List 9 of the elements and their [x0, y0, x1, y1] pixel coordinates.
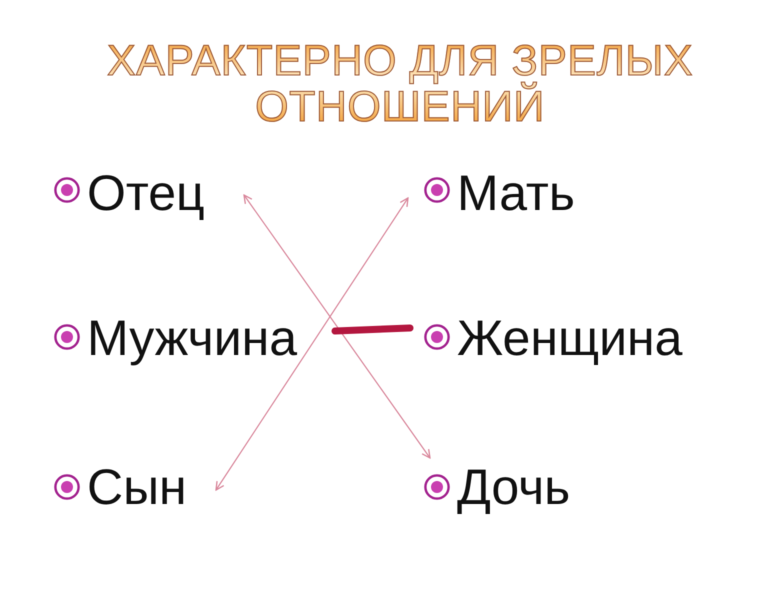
item-label: Сын: [87, 462, 187, 512]
double-arrow: [215, 197, 409, 491]
connector-line: [332, 324, 414, 334]
double-arrow: [243, 194, 431, 459]
item-label: Мать: [457, 168, 575, 218]
item-label: Мужчина: [87, 313, 298, 363]
item-label: Дочь: [457, 462, 570, 512]
item-label: Женщина: [457, 313, 682, 363]
item-label: Отец: [87, 168, 205, 218]
